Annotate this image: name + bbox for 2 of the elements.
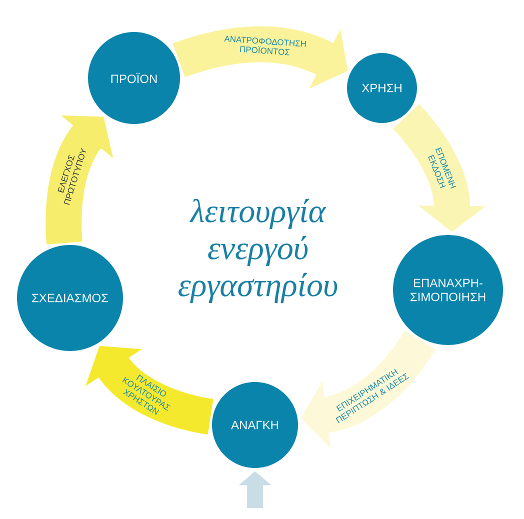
edge-label: ΑΝΑΤΡΟΦΟΔΟΤΗΣΗ ΠΡΟΪΟΝΤΟΣ <box>216 34 314 58</box>
title-text: λειτουργία ενεργού εργαστηρίου <box>178 198 338 304</box>
